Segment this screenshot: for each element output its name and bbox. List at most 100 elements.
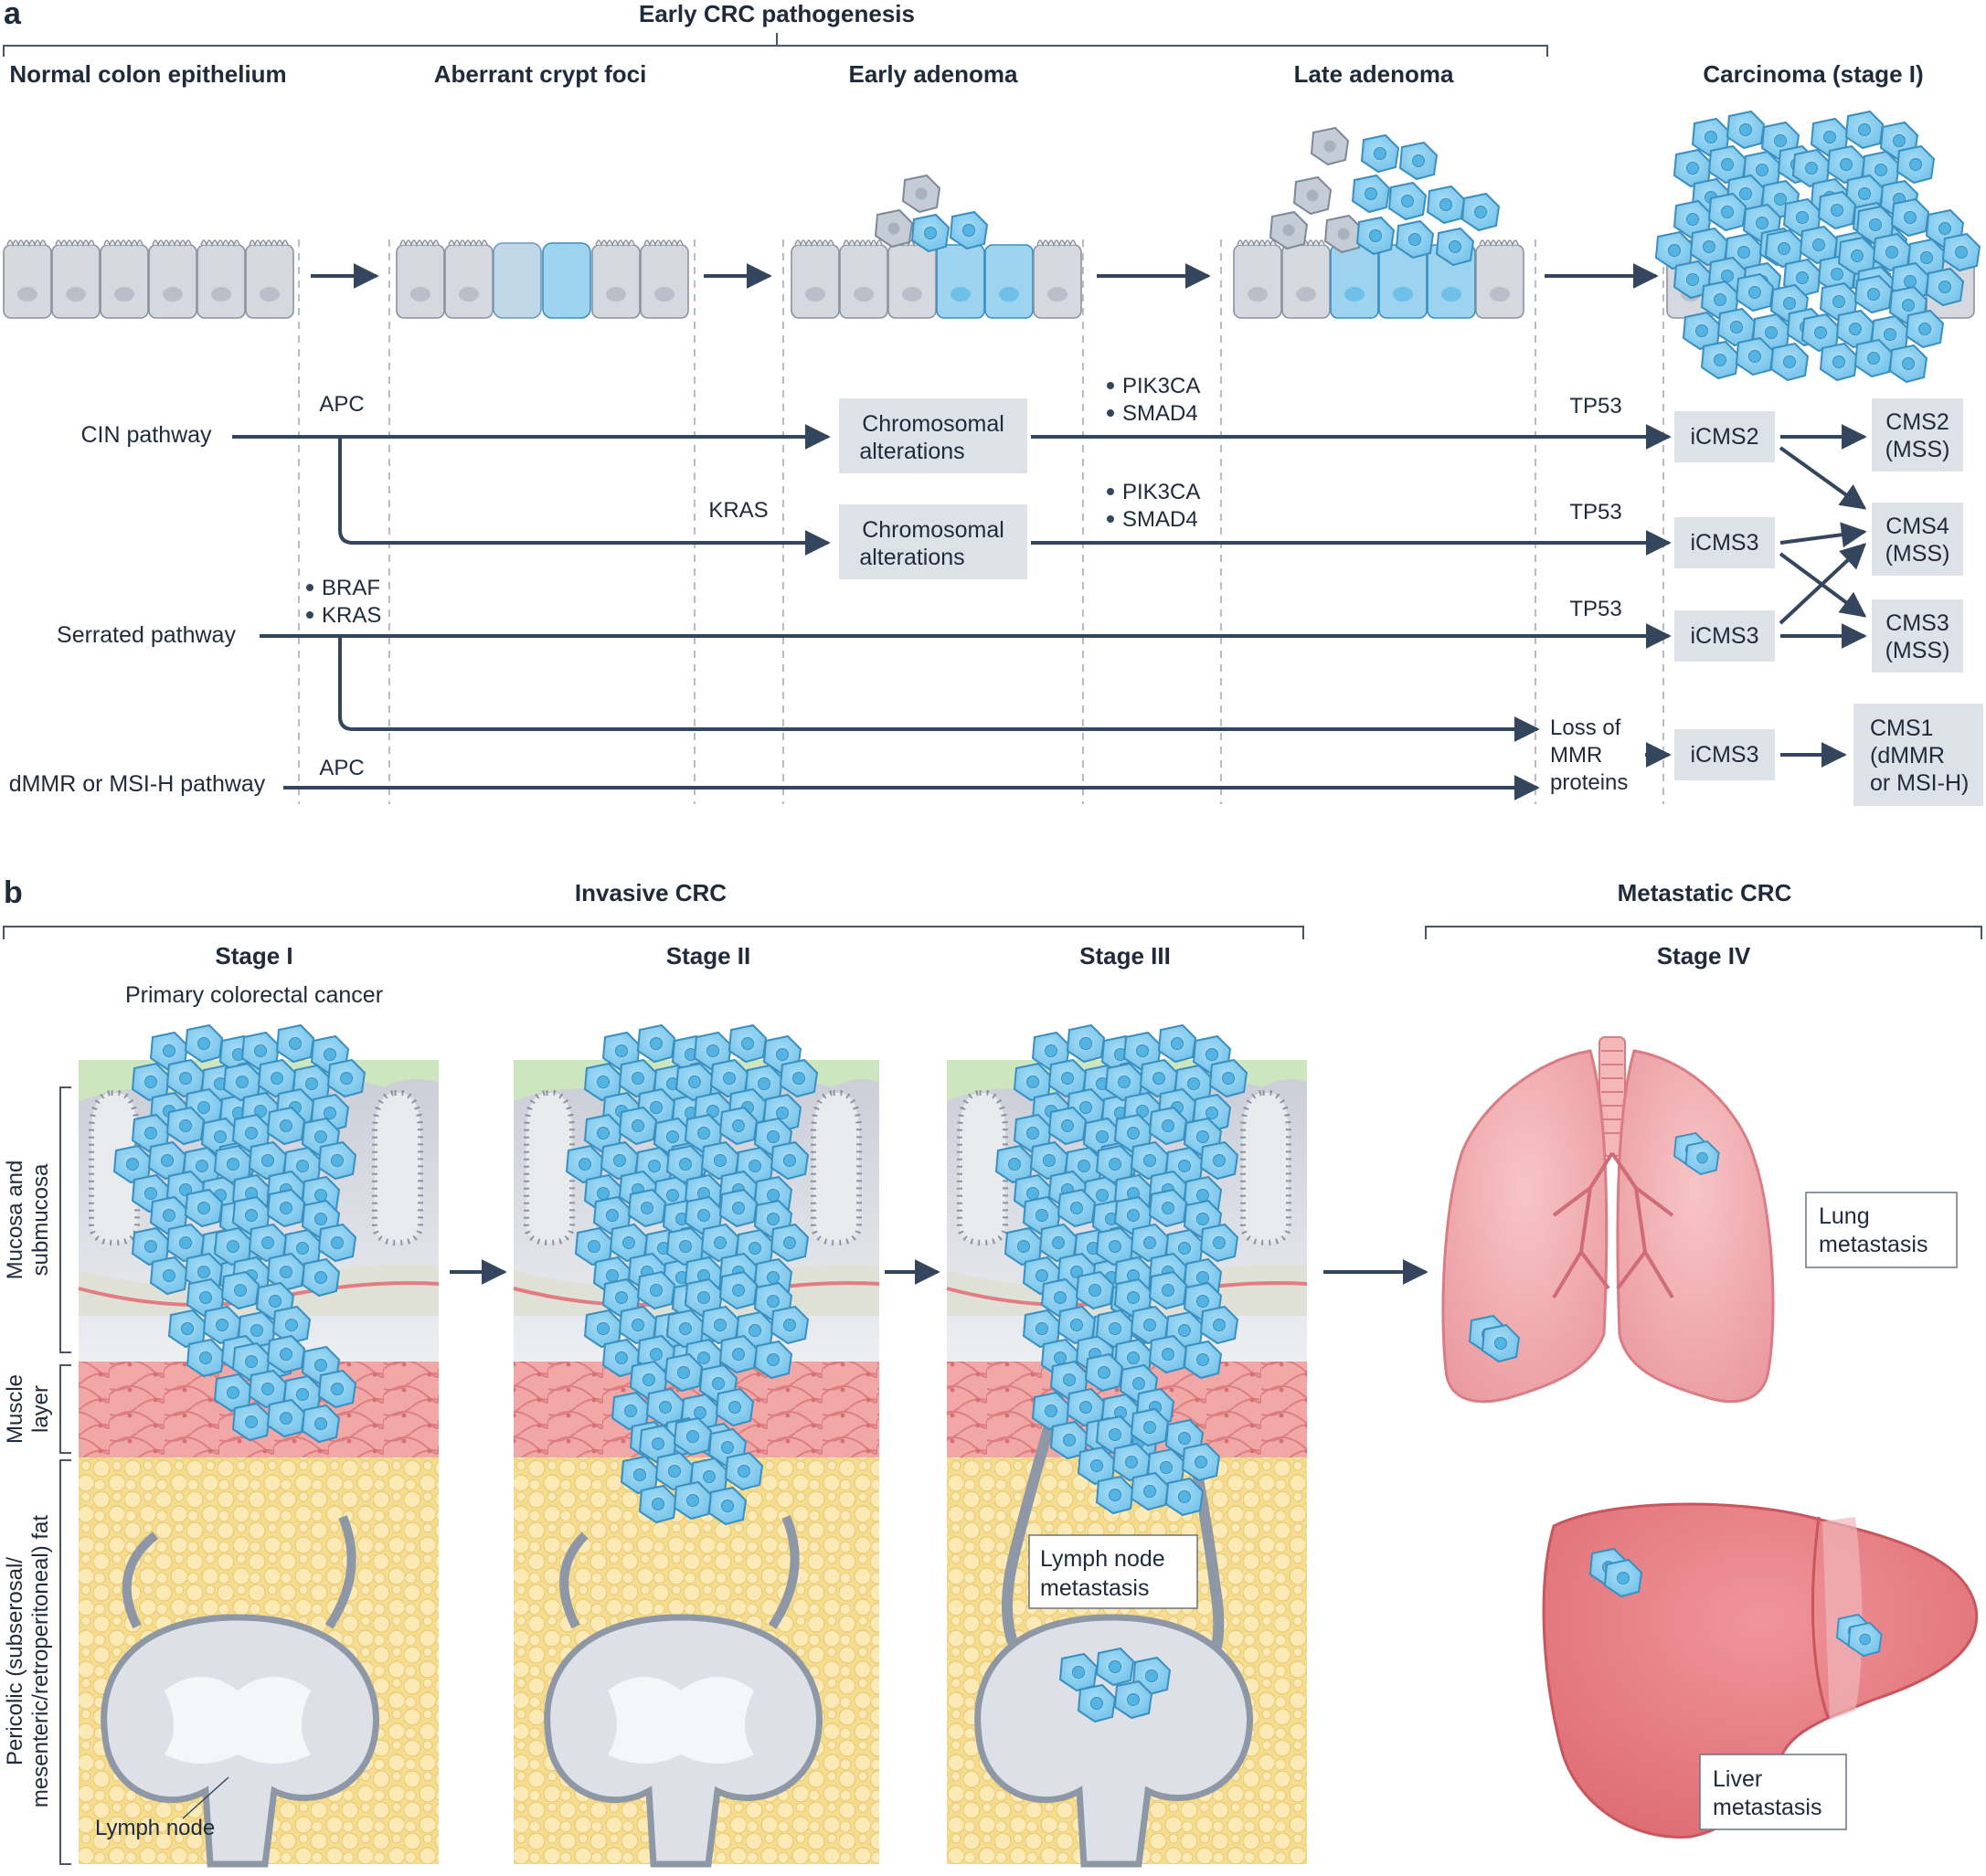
early-crc-title: Early CRC pathogenesis — [639, 0, 915, 27]
svg-text:alterations: alterations — [859, 439, 964, 464]
stage-dividers — [298, 239, 1664, 804]
kras-bullet-label: KRAS — [322, 603, 381, 628]
mucosa-label-2: submucosa — [28, 1163, 53, 1276]
svg-text:metastasis: metastasis — [1040, 1575, 1149, 1601]
icms-box-1: iCMS2 — [1674, 411, 1775, 462]
svg-text:metastasis: metastasis — [1713, 1795, 1821, 1820]
lung-metastasis-callout: Lung metastasis — [1805, 1192, 1958, 1268]
svg-text:Liver: Liver — [1713, 1766, 1762, 1792]
liver — [1542, 1502, 1979, 1839]
pik3ca-label-2: PIK3CA — [1122, 480, 1200, 504]
apc-label-dmmr: APC — [319, 756, 364, 780]
bullet — [1107, 515, 1114, 523]
muscle-bracket — [59, 1364, 71, 1454]
panel-b-letter: b — [4, 875, 23, 910]
svg-text:iCMS3: iCMS3 — [1690, 742, 1758, 768]
svg-text:iCMS3: iCMS3 — [1690, 623, 1758, 649]
bullet — [1107, 409, 1114, 417]
svg-text:Lymph node: Lymph node — [1040, 1546, 1165, 1572]
kras-label: KRAS — [708, 498, 768, 523]
bullet — [306, 611, 313, 619]
cin-pathway-label: CIN pathway — [80, 422, 212, 448]
primary-cancer-label: Primary colorectal cancer — [125, 982, 383, 1008]
pathway-arrows — [232, 424, 1867, 800]
svg-text:CMS3: CMS3 — [1885, 610, 1949, 636]
mucosa-bracket — [59, 1086, 71, 1353]
carcinoma-stage-i — [1656, 111, 1980, 382]
cms2-box: CMS2 (MSS) — [1872, 398, 1963, 472]
acf-epithelium — [396, 239, 689, 319]
icms-box-2: iCMS3 — [1674, 517, 1775, 568]
early-adenoma — [791, 175, 1082, 319]
stage-late-adenoma-label: Late adenoma — [1294, 60, 1454, 88]
tp53-label-1: TP53 — [1569, 394, 1621, 419]
icms-box-4: iCMS3 — [1674, 729, 1775, 780]
stage-iii-label: Stage III — [1079, 942, 1171, 970]
cms1-box: CMS1 (dMMR or MSI-H) — [1853, 704, 1983, 806]
svg-text:metastasis: metastasis — [1819, 1232, 1928, 1257]
lymph-node-2 — [544, 1515, 823, 1868]
panel-a-letter: a — [4, 0, 22, 31]
cms4-box: CMS4 (MSS) — [1872, 503, 1963, 576]
svg-text:Chromosomal: Chromosomal — [862, 411, 1004, 437]
tp53-label-3: TP53 — [1569, 597, 1621, 621]
bullet — [1107, 488, 1114, 495]
svg-text:Lung: Lung — [1819, 1203, 1870, 1229]
dmmr-pathway-label: dMMR or MSI-H pathway — [9, 771, 266, 797]
svg-text:CMS1: CMS1 — [1870, 715, 1933, 741]
lungs — [1441, 1036, 1775, 1404]
pik3ca-label-1: PIK3CA — [1122, 374, 1200, 398]
icms-box-3: iCMS3 — [1674, 610, 1775, 662]
svg-text:(MSS): (MSS) — [1885, 437, 1950, 462]
late-adenoma — [1233, 127, 1524, 319]
fat-label-2: mesenteric/retroperitoneal) fat — [28, 1515, 53, 1807]
lymph-node-1 — [101, 1515, 379, 1868]
stage-normal-label: Normal colon epithelium — [9, 60, 286, 88]
fat-bracket — [59, 1459, 71, 1865]
lymph-node-label: Lymph node — [95, 1816, 215, 1840]
stage-iv-label: Stage IV — [1657, 942, 1751, 970]
stage-carcinoma-label: Carcinoma (stage I) — [1703, 60, 1923, 88]
svg-text:(dMMR: (dMMR — [1870, 743, 1945, 768]
chromosomal-box-1: Chromosomal alterations — [839, 398, 1027, 473]
normal-epithelium — [3, 239, 294, 319]
loss-mmr-line2: MMR — [1550, 743, 1602, 768]
invasive-bracket — [3, 926, 1304, 939]
cms3-box: CMS3 (MSS) — [1872, 599, 1963, 673]
metastatic-crc-title: Metastatic CRC — [1618, 879, 1792, 906]
muscle-label-2: layer — [28, 1385, 53, 1433]
smad4-label-1: SMAD4 — [1122, 401, 1198, 426]
bullet — [306, 584, 313, 591]
ln-metastasis-callout: Lymph node metastasis — [1028, 1534, 1198, 1609]
muscle-label-1: Muscle — [3, 1374, 27, 1444]
lymph-node-3 — [974, 1614, 1253, 1868]
svg-text:iCMS3: iCMS3 — [1690, 530, 1758, 556]
svg-text:alterations: alterations — [859, 545, 964, 570]
svg-text:CMS2: CMS2 — [1885, 409, 1949, 435]
braf-label: BRAF — [322, 576, 380, 600]
svg-text:CMS4: CMS4 — [1885, 514, 1949, 539]
metastatic-bracket — [1425, 926, 1982, 939]
svg-text:(MSS): (MSS) — [1885, 638, 1950, 663]
svg-text:Chromosomal: Chromosomal — [862, 517, 1004, 543]
mucosa-label-1: Mucosa and — [3, 1161, 27, 1280]
liver-metastasis-callout: Liver metastasis — [1699, 1754, 1847, 1830]
serrated-pathway-label: Serrated pathway — [57, 622, 236, 648]
bullet — [1107, 382, 1114, 389]
stage-i-label: Stage I — [215, 942, 292, 970]
loss-mmr-line1: Loss of — [1550, 715, 1621, 740]
apc-label-cin: APC — [319, 392, 364, 417]
stage-early-adenoma-label: Early adenoma — [849, 60, 1019, 88]
loss-mmr-line3: proteins — [1550, 770, 1628, 795]
chromosomal-box-2: Chromosomal alterations — [839, 504, 1027, 579]
invasive-crc-title: Invasive CRC — [575, 879, 727, 906]
fat-label-1: Pericolic (subserosal/ — [3, 1557, 27, 1765]
smad4-label-2: SMAD4 — [1122, 507, 1198, 532]
svg-text:or MSI-H): or MSI-H) — [1870, 770, 1969, 796]
svg-text:(MSS): (MSS) — [1885, 541, 1950, 567]
svg-text:iCMS2: iCMS2 — [1690, 424, 1758, 450]
stage-acf-label: Aberrant crypt foci — [434, 60, 647, 88]
early-crc-bracket — [3, 33, 1548, 57]
lymph-node-leader — [182, 1776, 229, 1819]
